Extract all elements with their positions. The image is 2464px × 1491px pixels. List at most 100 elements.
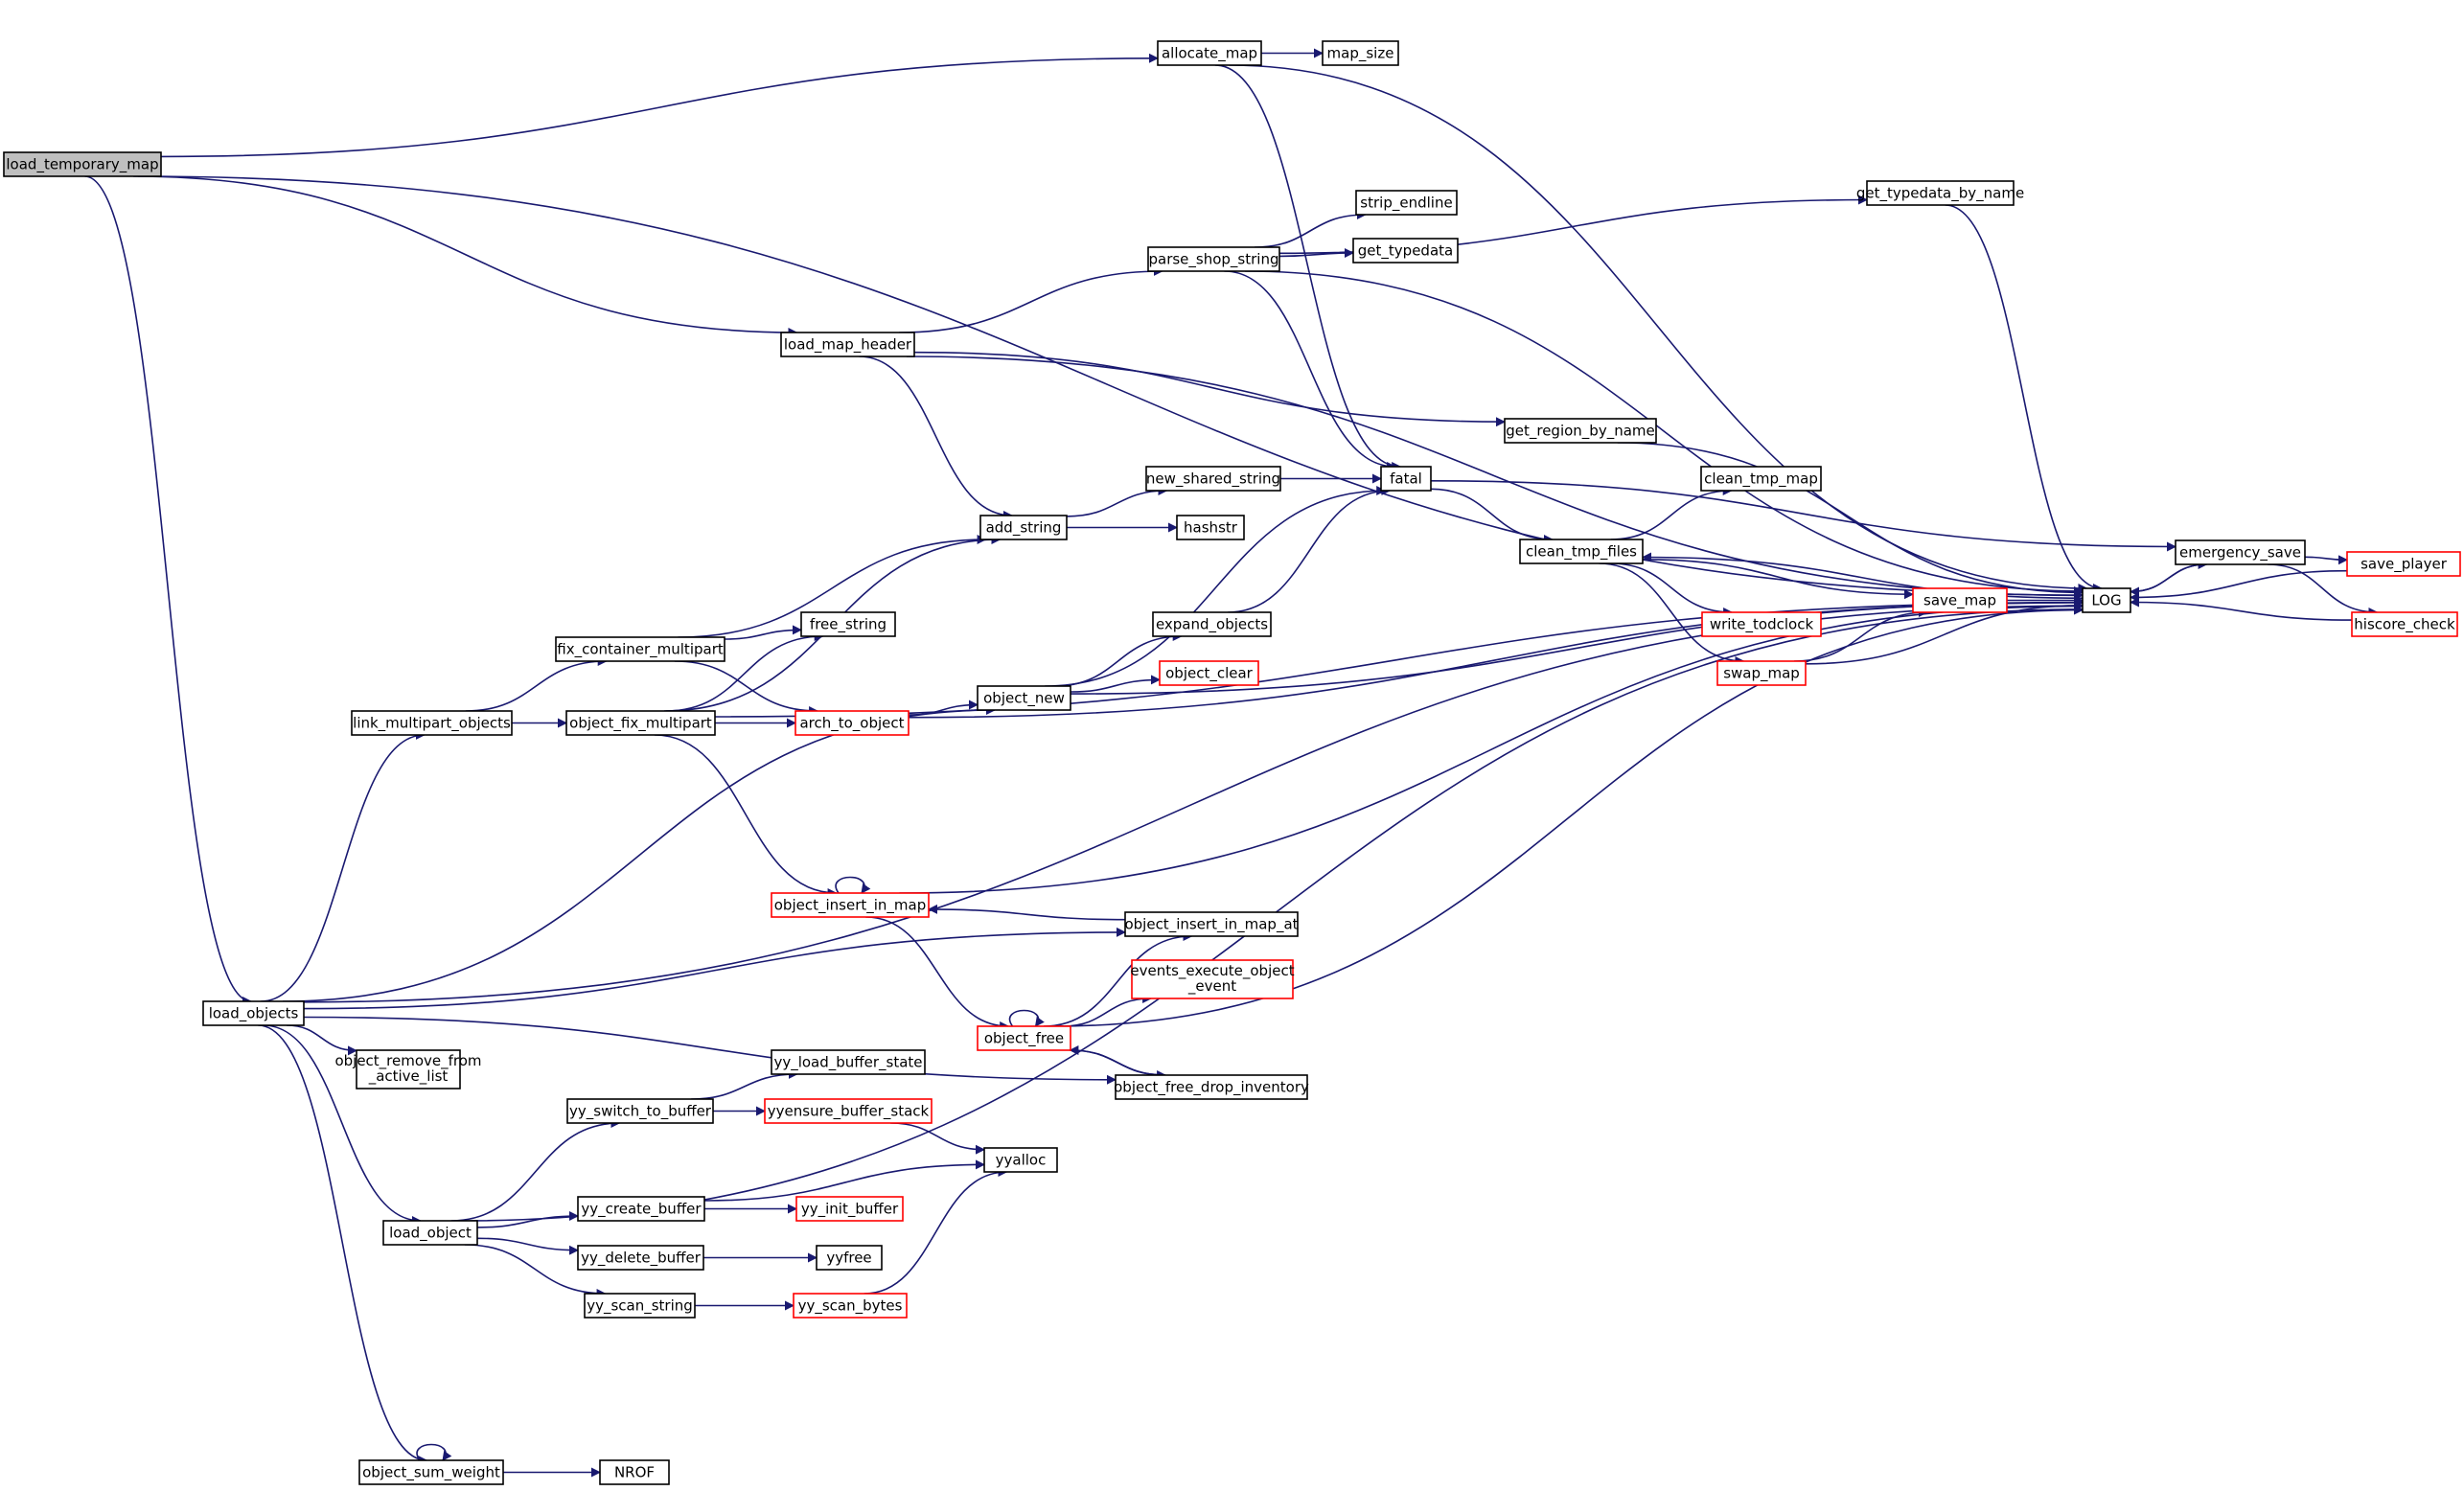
node-yy_delete_buffer[interactable]: yy_delete_buffer xyxy=(577,1245,704,1271)
node-free_string[interactable]: free_string xyxy=(800,611,896,637)
edge-fix_container_multipart-to-free_string xyxy=(724,625,802,640)
node-object_insert_in_map_at[interactable]: object_insert_in_map_at xyxy=(1124,911,1299,937)
node-hiscore_check[interactable]: hiscore_check xyxy=(2351,611,2458,637)
node-save_map[interactable]: save_map xyxy=(1912,587,2008,613)
node-load_object[interactable]: load_object xyxy=(382,1220,478,1246)
node-object_free_drop_inventory[interactable]: object_free_drop_inventory xyxy=(1114,1074,1309,1100)
node-yyensure_buffer_stack[interactable]: yyensure_buffer_stack xyxy=(764,1098,933,1124)
node-new_shared_string[interactable]: new_shared_string xyxy=(1145,466,1281,492)
node-label: free_string xyxy=(810,616,887,634)
node-box xyxy=(764,1098,933,1124)
node-yy_init_buffer[interactable]: yy_init_buffer xyxy=(795,1196,904,1222)
edge-object_new-to-fatal xyxy=(1045,486,1387,687)
node-save_player[interactable]: save_player xyxy=(2346,551,2461,577)
node-label: NROF xyxy=(614,1464,655,1481)
node-NROF[interactable]: NROF xyxy=(599,1459,670,1485)
node-box xyxy=(1131,959,1294,999)
node-yy_scan_string[interactable]: yy_scan_string xyxy=(584,1293,696,1319)
node-label: yyalloc xyxy=(996,1152,1047,1169)
node-box xyxy=(1124,911,1299,937)
node-box xyxy=(577,1245,704,1271)
node-parse_shop_string[interactable]: parse_shop_string xyxy=(1147,246,1280,272)
edge-clean_tmp_files-to-swap_map xyxy=(1599,562,1745,666)
node-fatal[interactable]: fatal xyxy=(1380,466,1432,492)
node-link_multipart_objects[interactable]: link_multipart_objects xyxy=(351,710,513,736)
node-object_clear[interactable]: object_clear xyxy=(1159,660,1259,686)
node-clean_tmp_files[interactable]: clean_tmp_files xyxy=(1519,539,1644,564)
node-yy_load_buffer_state[interactable]: yy_load_buffer_state xyxy=(771,1049,926,1075)
node-map_size[interactable]: map_size xyxy=(1322,40,1399,66)
node-object_sum_weight[interactable]: object_sum_weight xyxy=(358,1459,504,1485)
node-yyfree[interactable]: yyfree xyxy=(816,1245,883,1271)
node-box xyxy=(1912,587,2008,613)
node-object_insert_in_map[interactable]: object_insert_in_map xyxy=(771,892,930,918)
node-LOG[interactable]: LOG xyxy=(2082,587,2131,613)
node-yyalloc[interactable]: yyalloc xyxy=(983,1147,1058,1173)
edge-load_temporary_map-to-allocate_map xyxy=(160,53,1159,158)
node-object_free[interactable]: object_free xyxy=(977,1025,1071,1051)
node-box xyxy=(358,1459,504,1485)
node-allocate_map[interactable]: allocate_map xyxy=(1157,40,1262,66)
edge-load_objects-to-load_object xyxy=(263,1024,422,1226)
edge-swap_map-to-LOG xyxy=(1805,600,2084,665)
node-label: emergency_save xyxy=(2179,544,2301,562)
node-label: add_string xyxy=(986,519,1062,538)
node-get_region_by_name[interactable]: get_region_by_name xyxy=(1504,418,1657,444)
node-label: fatal xyxy=(1390,470,1422,488)
edge-link_multipart_objects-to-fix_container_multipart xyxy=(465,656,608,712)
edge-object_fix_multipart-to-free_string xyxy=(665,631,824,712)
node-box xyxy=(566,1098,714,1124)
node-object_remove_from_active_list[interactable]: object_remove_from_active_list xyxy=(334,1049,482,1090)
node-strip_endline[interactable]: strip_endline xyxy=(1355,190,1458,216)
node-get_typedata_by_name[interactable]: get_typedata_by_name xyxy=(1856,180,2024,206)
node-add_string[interactable]: add_string xyxy=(979,515,1068,540)
node-box xyxy=(2082,587,2131,613)
node-expand_objects[interactable]: expand_objects xyxy=(1152,611,1272,637)
edge-load_objects-to-link_multipart_objects xyxy=(261,730,426,1002)
node-box xyxy=(1380,466,1432,492)
edge-parse_shop_string-to-get_typedata xyxy=(1278,248,1354,259)
edge-object_sum_weight-to-object_sum_weight xyxy=(416,1443,452,1461)
node-events_execute_object_event[interactable]: events_execute_object_event xyxy=(1130,959,1295,999)
node-label: object_insert_in_map xyxy=(774,897,927,915)
node-load_objects[interactable]: load_objects xyxy=(202,1000,305,1026)
node-hashstr[interactable]: hashstr xyxy=(1176,515,1245,540)
node-label: object_sum_weight xyxy=(362,1464,500,1482)
node-yy_create_buffer[interactable]: yy_create_buffer xyxy=(577,1196,705,1222)
node-box xyxy=(356,1049,461,1090)
node-write_todclock[interactable]: write_todclock xyxy=(1701,611,1822,637)
node-label: expand_objects xyxy=(1156,616,1268,634)
node-yy_scan_bytes[interactable]: yy_scan_bytes xyxy=(793,1293,908,1319)
node-load_temporary_map[interactable]: load_temporary_map xyxy=(3,151,162,177)
node-box xyxy=(1147,246,1280,272)
node-label: fix_container_multipart xyxy=(557,641,724,659)
node-get_typedata[interactable]: get_typedata xyxy=(1352,238,1459,264)
edge-allocate_map-to-fatal xyxy=(1214,64,1402,471)
node-box xyxy=(1519,539,1644,564)
node-fix_container_multipart[interactable]: fix_container_multipart xyxy=(555,636,725,662)
node-label: yy_switch_to_buffer xyxy=(569,1103,712,1121)
node-label: yy_scan_bytes xyxy=(798,1297,903,1316)
node-arch_to_object[interactable]: arch_to_object xyxy=(794,710,910,736)
node-box xyxy=(794,710,910,736)
node-box xyxy=(800,611,896,637)
node-object_new[interactable]: object_new xyxy=(977,685,1071,711)
edge-fatal-to-clean_tmp_files xyxy=(1430,488,1554,544)
node-box xyxy=(1176,515,1245,540)
node-box xyxy=(977,685,1071,711)
node-box xyxy=(565,710,716,736)
node-load_map_header[interactable]: load_map_header xyxy=(780,332,915,357)
node-box xyxy=(351,710,513,736)
node-label: hashstr xyxy=(1184,519,1238,537)
node-emergency_save[interactable]: emergency_save xyxy=(2175,539,2306,565)
node-swap_map[interactable]: swap_map xyxy=(1716,660,1807,686)
edge-load_object-to-yy_delete_buffer xyxy=(476,1237,579,1255)
node-box xyxy=(771,892,930,918)
node-box xyxy=(584,1293,696,1319)
node-label: load_temporary_map xyxy=(6,156,158,174)
node-yy_switch_to_buffer[interactable]: yy_switch_to_buffer xyxy=(566,1098,714,1124)
node-clean_tmp_map[interactable]: clean_tmp_map xyxy=(1700,466,1822,492)
edge-load_objects-to-object_remove_from_active_list xyxy=(286,1024,357,1056)
node-object_fix_multipart[interactable]: object_fix_multipart xyxy=(565,710,716,736)
